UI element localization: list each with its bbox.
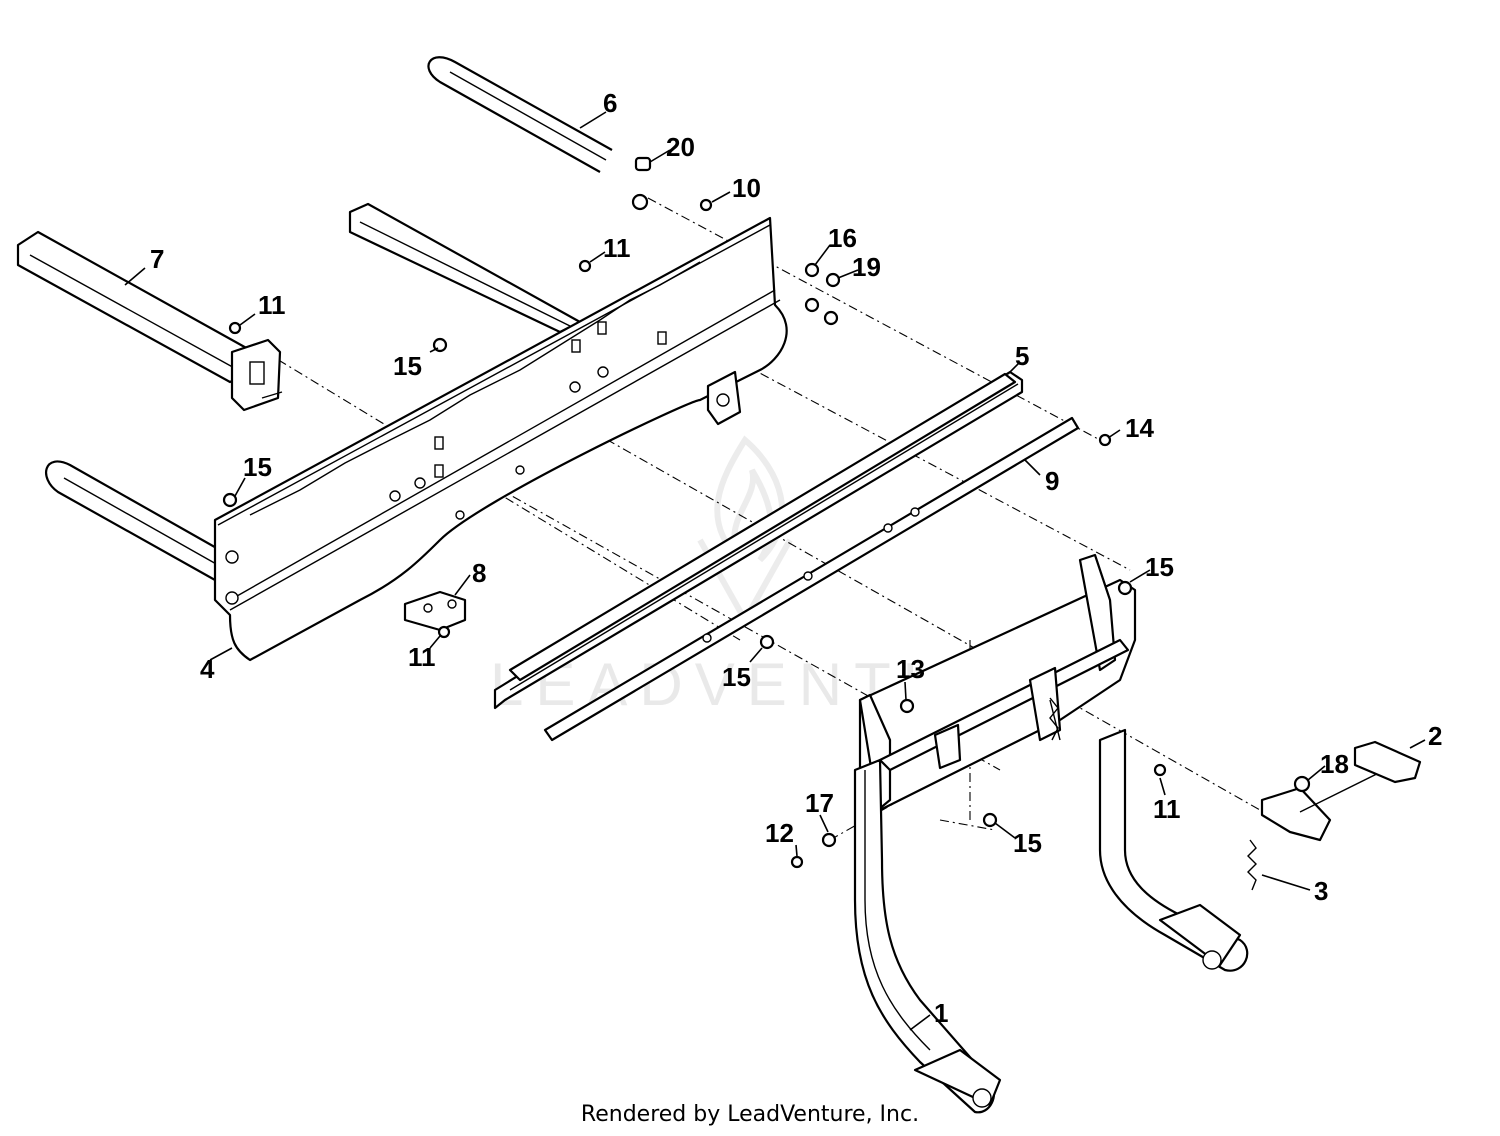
hitch-bracket-assembly [853,553,1249,1114]
callout-16: 16 [828,223,857,253]
callout-15: 15 [1013,828,1042,858]
callout-1: 1 [934,998,948,1028]
callout-11: 11 [258,290,286,320]
callout-15: 15 [1145,552,1174,582]
callout-12: 12 [765,818,794,848]
callout-3: 3 [1314,876,1328,906]
drawbar-arm-center [348,202,582,334]
bracket [403,590,467,632]
callout-10: 10 [732,173,761,203]
callout-17: 17 [805,788,834,818]
callout-8: 8 [472,558,486,588]
drawbar-arm-left [16,230,283,412]
flat-strip [543,416,1080,742]
callouts: 1 2 3 4 5 6 7 8 9 10 11 11 11 11 12 13 1… [150,88,1442,1028]
callout-15: 15 [393,351,422,381]
latch-plate [1260,740,1422,842]
hitch-frame-plate [213,216,788,662]
spring [1049,697,1257,891]
callout-5: 5 [1015,341,1029,371]
callout-2: 2 [1428,721,1442,751]
callout-11: 11 [1153,794,1181,824]
hardware [222,156,1311,869]
callout-15: 15 [722,662,751,692]
callout-7: 7 [150,244,164,274]
callout-19: 19 [852,252,881,282]
callout-15: 15 [243,452,272,482]
leader-lines [124,111,1426,1031]
callout-4: 4 [200,654,215,684]
footer-credit: Rendered by LeadVenture, Inc. [580,1102,920,1127]
callout-20: 20 [666,132,695,162]
callout-14: 14 [1125,413,1154,443]
callout-6: 6 [603,88,617,118]
callout-9: 9 [1045,466,1059,496]
callout-18: 18 [1320,749,1349,779]
callout-11: 11 [408,642,436,672]
callout-11: 11 [603,233,631,263]
u-bar-handle-upper [427,56,613,173]
callout-13: 13 [896,654,925,684]
angle-rail [493,370,1024,710]
u-bar-handle-lower [45,460,221,581]
